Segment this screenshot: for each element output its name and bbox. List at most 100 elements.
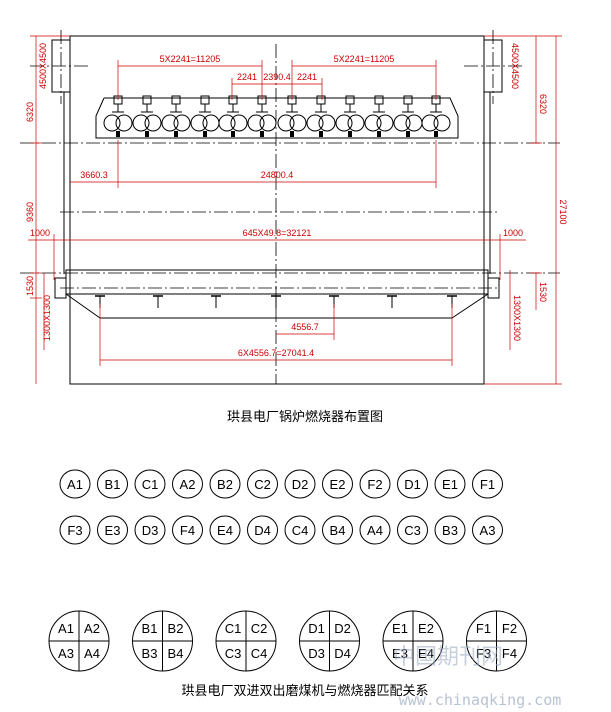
lower-burner-peg — [211, 295, 221, 308]
burner-unit — [421, 95, 451, 137]
burner-label-text: A3 — [480, 523, 496, 538]
burner-unit — [161, 95, 191, 137]
dim-right-margin: 1000 — [503, 228, 523, 238]
burner-label-text: B3 — [442, 523, 458, 538]
dim-duct-span: 645X49.8=32121 — [243, 228, 312, 238]
dim-left-margin: 1000 — [30, 228, 50, 238]
mill-quadrant-label: D4 — [334, 646, 351, 661]
burner-unit — [393, 95, 423, 137]
mill-quadrant-label: C4 — [251, 646, 268, 661]
dim-mid-span-a: 2241 — [237, 72, 257, 82]
dim-left-duct-size: 1300X1300 — [42, 295, 52, 341]
mill-quadrant-label: B3 — [142, 646, 158, 661]
burner-label-text: C2 — [254, 477, 271, 492]
burner-unit — [103, 95, 133, 137]
dim-mid-span-b: 2390.4 — [263, 72, 291, 82]
burner-label: A4 — [359, 515, 391, 545]
burner-label: B3 — [434, 515, 466, 545]
burner-label-text: C3 — [404, 523, 421, 538]
drawing-caption: 珙县电厂锅炉燃烧器布置图 — [227, 409, 383, 425]
burner-label: F3 — [59, 515, 91, 545]
mill-quadrant-label: F3 — [476, 646, 491, 661]
burner-label-text: C1 — [142, 477, 159, 492]
burner-label: D2 — [284, 469, 316, 499]
dimension-lines — [28, 35, 562, 385]
burner-label: E1 — [434, 469, 466, 499]
burner-label: D1 — [397, 469, 428, 499]
burner-label-text: B4 — [330, 523, 346, 538]
dim-right-height-top: 6320 — [538, 94, 548, 114]
lower-burner-peg — [387, 295, 397, 308]
burner-label-text: A4 — [367, 523, 383, 538]
burner-label: C2 — [247, 469, 278, 499]
burner-unit — [190, 95, 220, 137]
watermark-cn: 中国期刊网 — [393, 645, 503, 670]
mill-quadrant-label: A4 — [84, 646, 100, 661]
burner-unit — [277, 95, 307, 137]
mill-quadrant-label: A1 — [58, 621, 74, 636]
mill-quadrant-label: E3 — [392, 646, 408, 661]
burner-label-text: D2 — [292, 477, 309, 492]
burner-label: F2 — [359, 469, 391, 499]
burner-label: B4 — [322, 515, 353, 545]
burner-label: A3 — [472, 515, 503, 545]
mill-quadrant-label: B4 — [168, 646, 184, 661]
mill-quadrant-label: D3 — [308, 646, 325, 661]
mill-quadrant-label: A3 — [58, 646, 74, 661]
dim-center-span: 24800.4 — [261, 170, 294, 180]
burner-unit — [306, 95, 336, 137]
burner-label: A1 — [59, 469, 91, 499]
burner-label: F4 — [172, 515, 203, 545]
burner-label: C3 — [397, 515, 428, 545]
dim-left-height-low: 1530 — [25, 276, 35, 296]
burner-label-text: E2 — [330, 477, 346, 492]
mill-caption: 珙县电厂双进双出磨煤机与燃烧器匹配关系 — [181, 683, 428, 699]
burner-label-text: A1 — [67, 477, 83, 492]
mill-quadrant-label: C3 — [225, 646, 242, 661]
burner-label-text: B2 — [217, 477, 233, 492]
dim-left-height-mid: 9360 — [25, 202, 35, 222]
mill-quadrant-label: E4 — [418, 646, 434, 661]
burner-label-text: D3 — [142, 523, 159, 538]
burner-label: D3 — [134, 515, 166, 545]
dim-total-height: 27100 — [558, 199, 568, 224]
burner-label: E3 — [97, 515, 128, 545]
burner-unit — [364, 95, 394, 137]
burner-label-text: D4 — [254, 523, 271, 538]
dim-bottom-span: 6X4556.7=27041.4 — [238, 348, 314, 358]
burner-label: B1 — [97, 469, 128, 499]
burner-label-text: E4 — [217, 523, 233, 538]
dim-pitch: 4556.7 — [291, 322, 319, 332]
burner-label-text: C4 — [292, 523, 309, 538]
burner-label-text: F1 — [480, 477, 495, 492]
dim-left-height-top: 6320 — [25, 102, 35, 122]
dim-top-right-duct: 4500X4500 — [510, 43, 520, 89]
mill-quadrant-label: F4 — [502, 646, 517, 661]
dim-right-duct-size: 1300X1300 — [512, 295, 522, 341]
mill-quadrant-label: D1 — [308, 621, 325, 636]
burner-label: E4 — [209, 515, 241, 545]
mill-quadrant-label: B2 — [168, 621, 184, 636]
burner-label: C1 — [134, 469, 166, 499]
mill-quadrant-label: E1 — [392, 621, 408, 636]
dim-top-left-duct: 4500X4500 — [38, 43, 48, 89]
mill-quadrant-label: C1 — [225, 621, 242, 636]
lower-burner-row — [95, 295, 457, 308]
burner-label-text: F2 — [367, 477, 382, 492]
mill-quadrant-label: F1 — [476, 621, 491, 636]
burner-label: A2 — [172, 469, 203, 499]
burner-label-text: E1 — [442, 477, 458, 492]
burner-unit — [247, 95, 277, 137]
burner-label: E2 — [322, 469, 353, 499]
burner-label-text: D1 — [404, 477, 421, 492]
dim-mid-span-c: 2241 — [297, 72, 317, 82]
dim-right-height-low: 1530 — [538, 282, 548, 302]
burner-label-text: F4 — [180, 523, 195, 538]
dim-top-right-span: 5X2241=11205 — [334, 54, 395, 64]
center-lines — [20, 30, 560, 384]
